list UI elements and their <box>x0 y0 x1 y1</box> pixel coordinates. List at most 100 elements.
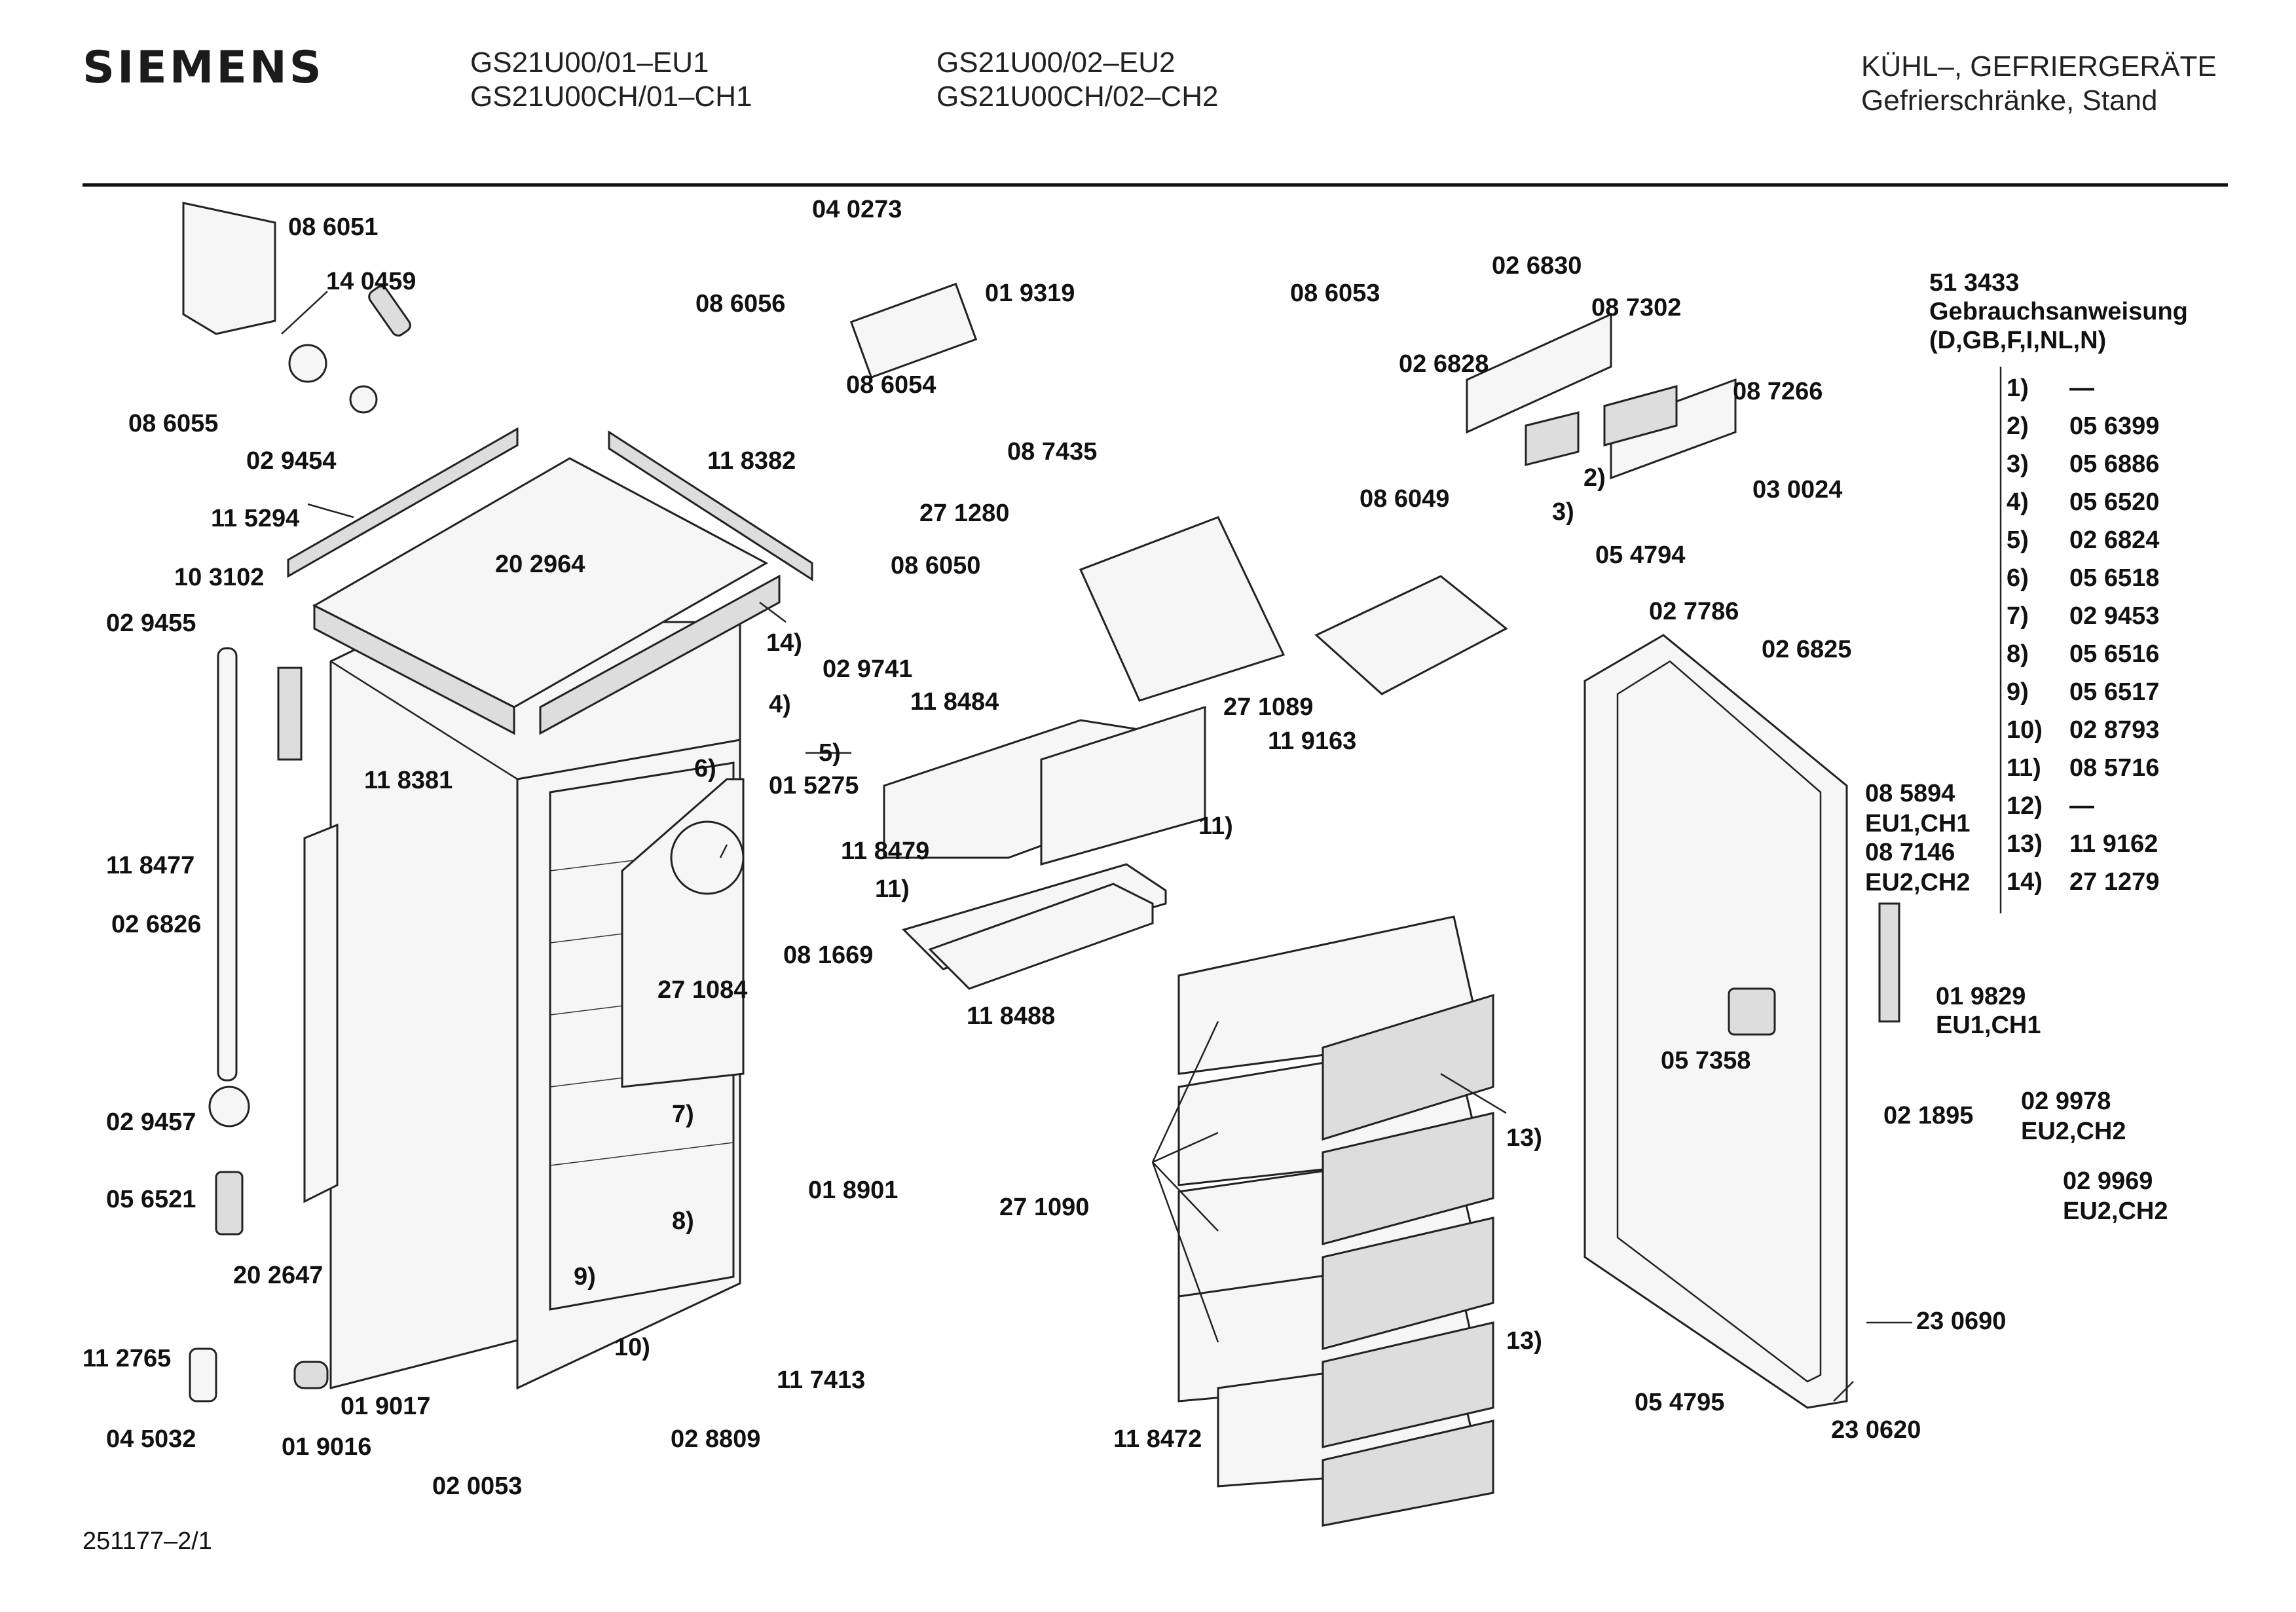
legend-key: 3) <box>2007 450 2029 478</box>
part-label: 02 1895 <box>1883 1102 1974 1129</box>
part-label: 14 0459 <box>326 268 417 295</box>
legend-value: 05 6399 <box>2069 412 2160 440</box>
part-label: 10) <box>614 1334 650 1361</box>
part-label: 11 8479 <box>841 837 930 865</box>
part-label: 11 9163 <box>1268 727 1357 755</box>
part-label: 08 6051 <box>288 213 379 241</box>
part-label: 9) <box>574 1263 596 1291</box>
part-label: 08 1669 <box>783 942 874 969</box>
header-divider <box>83 183 2228 187</box>
legend-part-no: 51 3433 <box>1929 269 2020 297</box>
legend-row: 5)02 6824 <box>2007 526 2159 555</box>
part-label: EU2,CH2 <box>1865 869 1971 896</box>
part-label: 27 1084 <box>657 976 748 1004</box>
part-label: 05 4794 <box>1595 541 1686 569</box>
part-label: 27 1090 <box>999 1194 1090 1221</box>
legend-key: 13) <box>2007 830 2043 858</box>
part-label: 27 1089 <box>1223 693 1314 721</box>
part-label: 08 7435 <box>1007 438 1098 466</box>
part-label: 11 8472 <box>1113 1425 1202 1453</box>
model-line: GS21U00CH/01–CH1 <box>470 81 752 113</box>
part-label: 11 8382 <box>707 447 796 475</box>
legend-languages: (D,GB,F,I,NL,N) <box>1929 327 2107 354</box>
part-label: 04 5032 <box>106 1425 196 1453</box>
part-label: 13) <box>1506 1327 1542 1355</box>
category-line: KÜHL–, GEFRIERGERÄTE <box>1861 50 2217 82</box>
part-label: 08 6054 <box>846 371 936 399</box>
part-label: EU2,CH2 <box>2063 1198 2168 1225</box>
part-label: 08 5894 <box>1865 780 1955 807</box>
legend-row: 11)08 5716 <box>2007 754 2159 782</box>
legend-row: 10)02 8793 <box>2007 716 2159 744</box>
top-cover-drawing <box>287 427 813 735</box>
part-label: 27 1280 <box>919 500 1010 527</box>
part-label: 02 6828 <box>1399 350 1489 378</box>
part-label: 11 8488 <box>967 1002 1056 1030</box>
part-label: 14) <box>766 629 802 657</box>
part-label: 02 9969 <box>2063 1167 2153 1195</box>
legend-value: — <box>2069 375 2094 402</box>
model-column-1: GS21U00/01–EU1 GS21U00CH/01–CH1 <box>470 46 752 114</box>
category-line: Gefrierschränke, Stand <box>1861 84 2158 117</box>
part-label: 08 6053 <box>1290 280 1380 307</box>
part-label: 05 4795 <box>1635 1389 1725 1416</box>
part-label: 01 9829 <box>1936 983 2026 1010</box>
legend-row: 9)05 6517 <box>2007 678 2159 706</box>
legend-value: — <box>2069 792 2094 820</box>
model-column-2: GS21U00/02–EU2 GS21U00CH/02–CH2 <box>936 46 1218 114</box>
model-line: GS21U00/02–EU2 <box>936 46 1176 79</box>
legend-value: 05 6886 <box>2069 450 2160 478</box>
legend-row: 6)05 6518 <box>2007 564 2159 593</box>
legend-key: 5) <box>2007 526 2029 554</box>
legend-key: 14) <box>2007 868 2043 896</box>
part-label: 01 8901 <box>808 1177 898 1204</box>
legend-value: 05 6520 <box>2069 488 2160 516</box>
baskets-drawing <box>1177 915 1494 1527</box>
part-label: 02 6825 <box>1762 636 1852 663</box>
part-label: EU1,CH1 <box>1936 1012 2041 1039</box>
legend-row: 4)05 6520 <box>2007 488 2159 517</box>
part-label: 2) <box>1583 464 1606 492</box>
part-label: 02 8809 <box>671 1425 761 1453</box>
brand-logo: SIEMENS <box>83 42 324 94</box>
part-label: 6) <box>694 755 716 782</box>
part-label: EU2,CH2 <box>2021 1118 2126 1145</box>
part-label: 10 3102 <box>174 564 265 591</box>
part-label: 11 8477 <box>106 852 195 879</box>
legend-key: 8) <box>2007 640 2029 668</box>
part-label: 02 7786 <box>1649 598 1739 625</box>
part-label: 02 9741 <box>823 655 913 683</box>
part-label: 11 2765 <box>83 1345 172 1372</box>
part-label: 23 0620 <box>1831 1416 1921 1444</box>
legend-value: 05 6517 <box>2069 678 2160 706</box>
part-label: 23 0690 <box>1916 1308 2007 1335</box>
part-label: 11 7413 <box>777 1366 866 1394</box>
legend-row: 13)11 9162 <box>2007 830 2158 858</box>
legend-key: 2) <box>2007 412 2029 440</box>
part-label: 11) <box>875 875 910 903</box>
legend-value: 05 6516 <box>2069 640 2160 668</box>
part-label: 01 5275 <box>769 772 859 799</box>
cabinet-drawing <box>329 621 745 1390</box>
model-line: GS21U00/01–EU1 <box>470 46 709 79</box>
part-label: 01 9017 <box>341 1393 431 1420</box>
part-label: 02 6826 <box>111 911 202 938</box>
legend-value: 05 6518 <box>2069 564 2160 592</box>
part-label: 08 6056 <box>695 290 786 318</box>
leader-lines <box>281 291 1912 1402</box>
part-label: 08 6049 <box>1360 485 1450 513</box>
part-label: 08 7302 <box>1591 294 1682 321</box>
left-side-parts-drawing <box>182 202 411 1402</box>
legend-key: 7) <box>2007 602 2029 630</box>
legend-row: 7)02 9453 <box>2007 602 2159 631</box>
part-label: 02 9455 <box>106 610 196 637</box>
part-label: 5) <box>819 739 841 767</box>
doc-id: 251177–2/1 <box>83 1528 212 1555</box>
legend-row: 1)— <box>2007 375 2094 403</box>
legend-value: 02 8793 <box>2069 716 2160 744</box>
part-label: 01 9016 <box>282 1433 372 1461</box>
part-label: 08 6055 <box>128 410 219 437</box>
legend-title: Gebrauchsanweisung <box>1929 298 2188 325</box>
